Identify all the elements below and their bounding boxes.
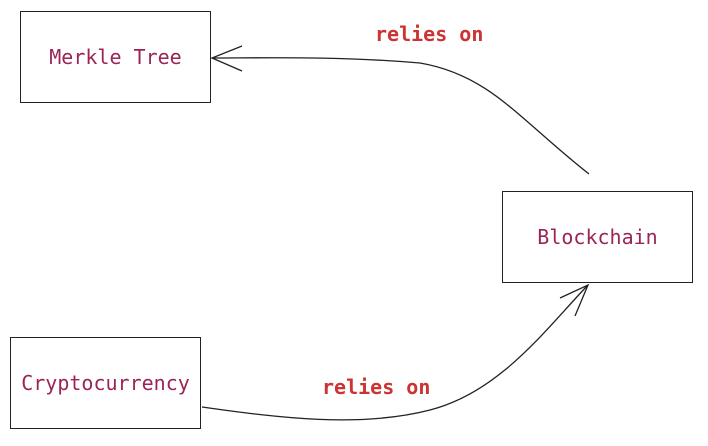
edge-label-blockchain-merkle: relies on	[375, 22, 484, 46]
node-merkle-tree: Merkle Tree	[20, 11, 211, 103]
edge-blockchain-to-merkle-tree	[211, 57, 590, 175]
node-cryptocurrency-label: Cryptocurrency	[21, 371, 190, 395]
edge-cryptocurrency-to-blockchain	[201, 284, 589, 421]
arrowhead-blockchain	[559, 283, 590, 317]
node-blockchain-label: Blockchain	[537, 225, 658, 249]
node-merkle-tree-label: Merkle Tree	[49, 45, 182, 69]
arrowhead-merkle-tree	[210, 45, 243, 72]
edge-label-crypto-blockchain: relies on	[322, 375, 431, 399]
node-blockchain: Blockchain	[502, 191, 693, 283]
node-cryptocurrency: Cryptocurrency	[10, 337, 201, 429]
